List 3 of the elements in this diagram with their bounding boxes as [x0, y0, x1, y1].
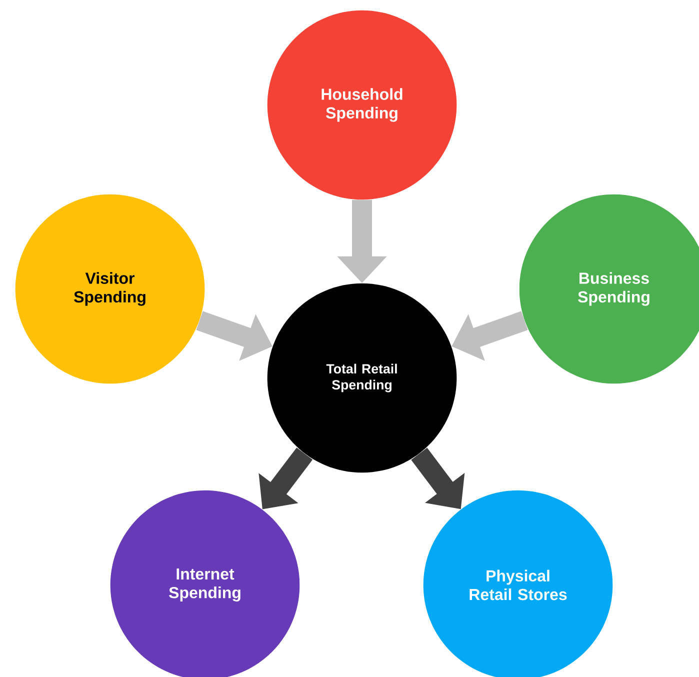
circle-node: Visitor Spending — [15, 194, 205, 384]
circle-node: Household Spending — [267, 10, 457, 200]
circle-node: Total Retail Spending — [267, 283, 457, 473]
